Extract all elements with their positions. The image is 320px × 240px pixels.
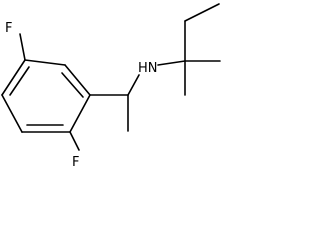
fluorine-bottom-label: F [72, 155, 79, 170]
benzene-ring [1, 59, 91, 133]
ring-bond-1 [64, 64, 91, 96]
ring-bond-2 [69, 94, 91, 133]
ch2-ch3-bond [184, 3, 220, 22]
amine-nh-label: HN [138, 61, 158, 76]
ch-n-bond [127, 74, 140, 96]
ring-bond-6 [24, 59, 66, 66]
ring-double-bond-1 [61, 72, 84, 98]
fluorine-top-label: F [5, 21, 12, 36]
c-f-bond-top [19, 33, 26, 61]
c-f-bond-bottom [69, 131, 80, 151]
ring-bond-5 [1, 59, 26, 96]
structure-diagram: F F HN [1, 3, 221, 170]
ring-bond-4 [1, 94, 23, 133]
n-quaternary-c-bond [157, 60, 186, 66]
ring-double-bond-3 [9, 66, 30, 96]
